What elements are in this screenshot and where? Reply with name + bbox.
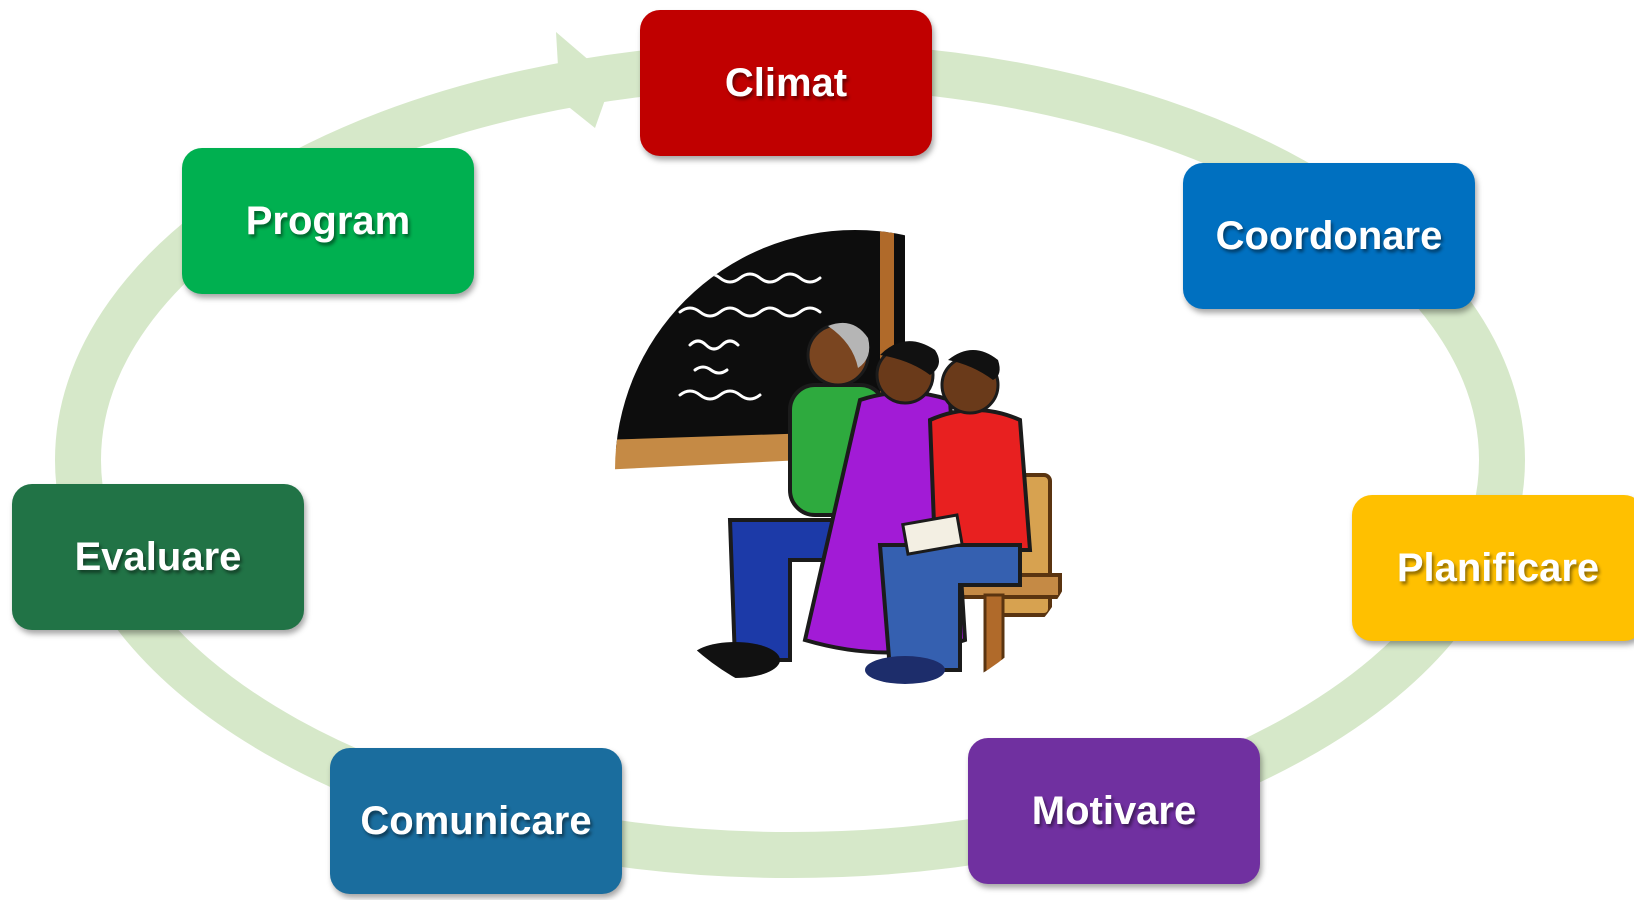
node-motivare: Motivare	[968, 738, 1260, 884]
node-coordonare: Coordonare	[1183, 163, 1475, 309]
node-comunicare: Comunicare	[330, 748, 622, 894]
node-planificare: Planificare	[1352, 495, 1634, 641]
node-label: Program	[245, 198, 411, 243]
node-climat: Climat	[640, 10, 932, 156]
cycle-arrow-icon	[556, 32, 612, 128]
node-label: Motivare	[1031, 788, 1197, 833]
node-label: Coordonare	[1215, 213, 1443, 258]
node-label: Comunicare	[360, 798, 592, 843]
node-label: Evaluare	[74, 534, 242, 579]
node-label: Climat	[724, 60, 848, 105]
node-program: Program	[182, 148, 474, 294]
classroom-illustration-icon	[615, 230, 1095, 710]
node-evaluare: Evaluare	[12, 484, 304, 630]
node-label: Planificare	[1396, 545, 1600, 590]
